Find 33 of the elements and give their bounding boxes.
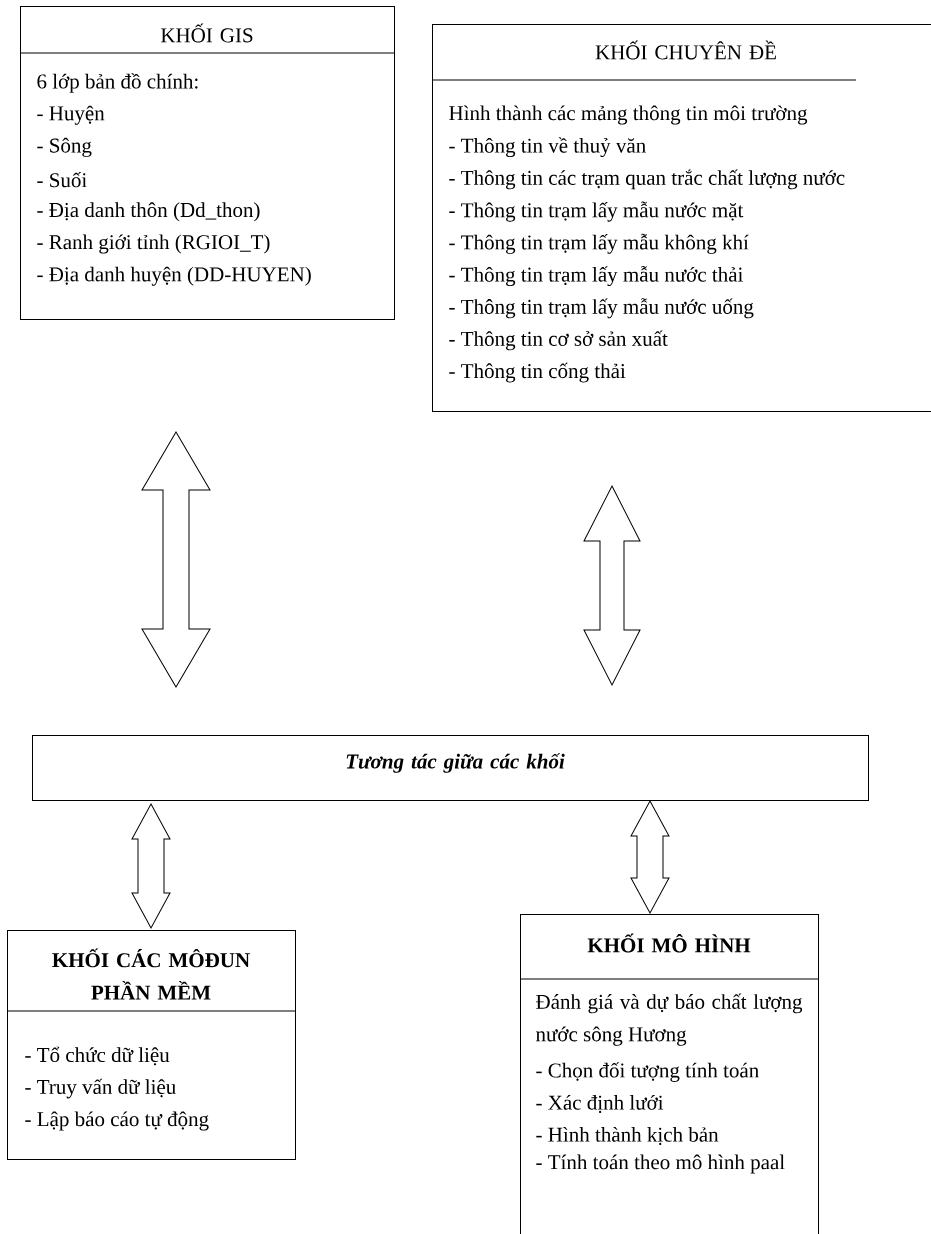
body-text: Đánh giá và dự báo chất lượng nước sông Hương (536, 993, 803, 1046)
double-arrow (141, 431, 211, 688)
list-item: - Suối (37, 171, 87, 188)
double-arrow (630, 800, 670, 914)
box-heading: Tương tác giữa các khối (346, 753, 565, 773)
list-item: - Sông (37, 137, 92, 157)
list-item: - Tính toán theo mô hình paal (536, 1154, 785, 1174)
list-item: - Truy vấn dữ liệu (25, 1078, 176, 1099)
list-item: - Thông tin cơ sở sản xuất (449, 330, 668, 351)
double-arrow (583, 485, 641, 686)
double-arrow (131, 803, 171, 929)
list-item: - Thông tin trạm lấy mẫu nước mặt (449, 201, 744, 222)
list-item: - Thông tin về thuỷ văn (449, 137, 646, 158)
list-item: - Thông tin trạm lấy mẫu không khí (449, 233, 749, 254)
box-heading: KHỐI GIS (160, 23, 253, 43)
list-item: - Hình thành kịch bản (536, 1126, 719, 1146)
list-item: - Thông tin các trạm quan trắc chất lượng nước (449, 169, 845, 190)
body-text: Hình thành các mảng thông tin môi trường (449, 105, 808, 125)
box-heading: KHỐI CHUYÊN ĐỀ (595, 40, 776, 60)
list-item: - Thông tin trạm lấy mẫu nước uống (449, 298, 754, 319)
list-item: - Địa danh huyện (DD-HUYEN) (37, 266, 311, 286)
list-item: - Địa danh thôn (Dd_thon) (37, 202, 260, 222)
box-heading: KHỐI CÁC MÔĐUN PHẦN MỀM (52, 948, 250, 1000)
list-item: - Chọn đối tượng tính toán (536, 1062, 759, 1082)
list-item: - Xác định lưới (536, 1094, 664, 1114)
list-item: - Tổ chức dữ liệu (25, 1046, 170, 1066)
list-item: - Thông tin cống thải (449, 362, 626, 383)
list-item: - Thông tin trạm lấy mẫu nước thải (449, 265, 743, 287)
list-item: - Ranh giới tỉnh (RGIOI_T) (37, 234, 270, 254)
body-text: 6 lớp bản đồ chính: (37, 73, 198, 93)
list-item: - Huyện (37, 105, 105, 125)
box-heading: KHỐI MÔ HÌNH (587, 933, 751, 953)
list-item: - Lập báo cáo tự động (25, 1111, 209, 1131)
